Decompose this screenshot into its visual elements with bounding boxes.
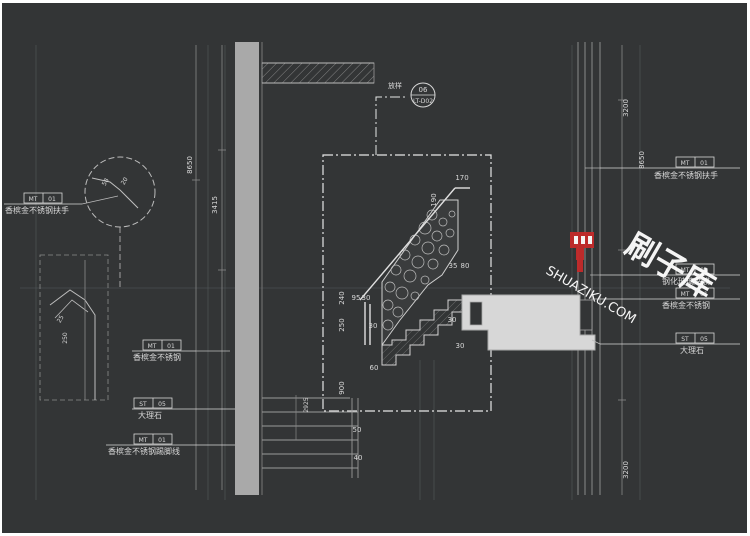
tag-glass-right: MT 01 钢化玻璃贴膜 [600, 263, 740, 286]
construction-lines [20, 45, 730, 500]
dim-3200-top: 3200 [622, 99, 630, 117]
tag-num: 05 [158, 401, 166, 408]
tag-steel-right: MT 01 香槟金不锈钢 [600, 287, 740, 310]
tag-num: 01 [158, 437, 166, 444]
tag-steel-left: MT 01 香槟金不锈钢 [132, 339, 196, 362]
callout-label: 放样 [388, 81, 402, 90]
tag-handrail-right: MT 01 香槟金不锈钢扶手 [600, 156, 740, 180]
dim-2925: 2925 [303, 397, 310, 412]
dim-3200-bottom: 3200 [622, 461, 630, 479]
dim-30d: 30 [456, 342, 465, 350]
handrail [359, 187, 470, 345]
dim-20: 20 [120, 176, 130, 186]
tag-desc: 香槟金不锈钢 [133, 352, 181, 362]
stair-stringer [381, 199, 459, 347]
tag-num: 01 [700, 291, 708, 298]
dim-95: 95 [352, 294, 361, 302]
tag-desc: 香槟金不锈钢 [662, 300, 710, 310]
dim-900: 900 [338, 381, 346, 394]
tag-code: ST [139, 401, 147, 408]
dim-80: 80 [461, 262, 470, 270]
tag-code: MT [681, 267, 690, 274]
landing-slab [461, 294, 596, 351]
dim-35: 35 [449, 262, 458, 270]
callout-bubble: 06 LT-D02 放样 [388, 81, 436, 108]
callout-num: 06 [419, 86, 428, 94]
tag-code: MT [681, 291, 690, 298]
dim-30a: 30 [369, 322, 378, 330]
callout-leader [375, 96, 408, 155]
dim-3415: 3415 [211, 196, 219, 214]
dim-58: 58 [101, 177, 111, 187]
tag-num: 01 [48, 196, 56, 203]
tag-num: 01 [700, 267, 708, 274]
dim-8650-right: 8650 [638, 151, 646, 169]
tag-code: ST [681, 336, 689, 343]
tag-code: MT [681, 160, 690, 167]
dim-50: 50 [353, 426, 362, 434]
brush-logo-icon [570, 232, 594, 272]
section-detail-left [39, 254, 109, 401]
dim-30b: 30 [362, 294, 371, 302]
dim-240: 240 [338, 291, 346, 304]
tag-num: 05 [700, 336, 708, 343]
tag-desc: 香槟金不锈钢踢脚线 [108, 446, 180, 456]
dim-30c: 30 [448, 316, 457, 324]
dim-25: 25 [56, 314, 66, 324]
dim-250b: 250 [62, 332, 69, 344]
tag-code: MT [139, 437, 148, 444]
dim-190: 190 [430, 193, 438, 206]
tag-desc: 香槟金不锈钢扶手 [5, 205, 69, 215]
wall-column-left [235, 42, 259, 495]
dim-60: 60 [370, 364, 379, 372]
dim-170: 170 [455, 174, 468, 182]
tag-num: 01 [167, 343, 175, 350]
tag-code: MT [148, 343, 157, 350]
dimension-lines-right [618, 45, 626, 495]
tag-skirting: MT 01 香槟金不锈钢踢脚线 [106, 433, 235, 456]
callout-ref: LT-D02 [413, 98, 433, 105]
tag-marble-left: ST 05 大理石 [132, 397, 235, 420]
circle-detail [84, 156, 156, 288]
tag-desc: 大理石 [680, 345, 704, 355]
tag-leaders [81, 167, 601, 352]
detail-box [322, 154, 492, 412]
dim-40: 40 [354, 454, 363, 462]
tag-desc: 香槟金不锈钢扶手 [654, 170, 718, 180]
tag-code: MT [29, 196, 38, 203]
tag-desc: 大理石 [138, 410, 162, 420]
top-slab [261, 62, 375, 84]
tag-num: 01 [700, 160, 708, 167]
tag-handrail-left: MT 01 香槟金不锈钢扶手 [4, 192, 82, 215]
tag-desc: 钢化玻璃贴膜 [662, 276, 710, 286]
dimension-texts: 8650 3415 8650 3200 3200 170 190 35 80 2… [56, 99, 646, 479]
tag-marble-right: ST 05 大理石 [600, 332, 740, 355]
lower-steps [262, 397, 359, 478]
dim-250: 250 [338, 318, 346, 331]
dim-8650-left: 8650 [186, 156, 194, 174]
dimension-lines-left [192, 45, 226, 490]
